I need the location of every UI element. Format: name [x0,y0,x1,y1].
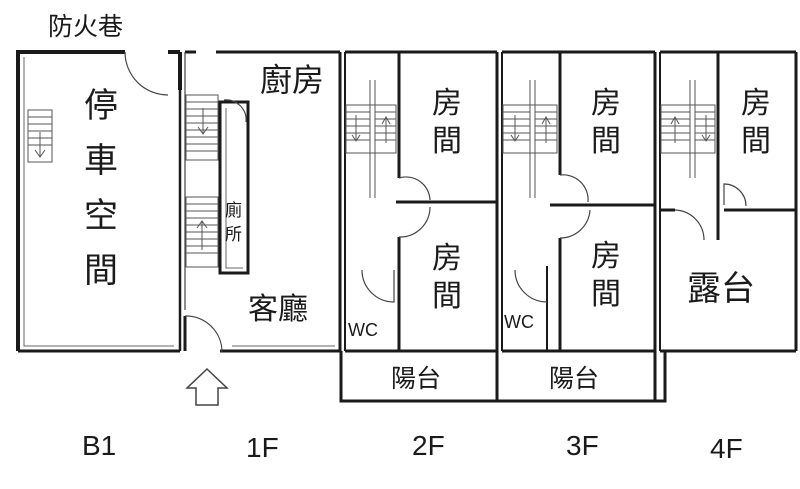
floor-label-4f: 4F [710,433,743,464]
3f-room-b-char-2: 間 [591,277,621,312]
2f-room-a-char-1: 房 [432,86,462,121]
3f-room-a-char-2: 間 [591,124,621,159]
stair-icon [660,80,716,178]
2f-room-b-char-2: 間 [432,279,462,314]
2f-room-a-char-2: 間 [432,124,462,159]
stair-icon [185,196,219,268]
parking-char-2: 車 [84,141,118,181]
4f-room-a-char-2: 間 [741,124,771,159]
floor-3f [497,50,667,403]
living-label: 客廳 [248,292,308,327]
3f-balcony-label: 陽台 [549,364,599,393]
toilet-char-2: 所 [225,225,242,245]
kitchen-label: 廚房 [260,61,324,99]
terrace-label: 露台 [687,269,755,309]
floor-label-3f: 3F [566,430,599,461]
floor-2f [339,50,499,403]
floor-b1 [16,50,182,353]
floor-1f [183,50,342,406]
toilet-char-1: 廁 [225,200,242,221]
parking-char-3: 空 [84,196,118,236]
parking-char-1: 停 [84,86,118,126]
3f-room-b-char-1: 房 [591,239,621,274]
stair-icon [27,109,53,163]
2f-wc-label: WC [348,320,378,340]
alley-label: 防火巷 [48,12,123,41]
parking-char-4: 間 [84,251,118,291]
2f-balcony-label: 陽台 [391,364,441,393]
floor-4f [659,50,798,353]
stair-icon [345,80,397,198]
3f-wc-label: WC [504,312,534,332]
entrance-arrow-icon [185,367,229,406]
floor-label-1f: 1F [246,432,279,463]
stair-icon [502,80,558,198]
3f-room-a-char-1: 房 [591,86,621,121]
2f-room-b-char-1: 房 [432,241,462,276]
floor-label-b1: B1 [82,430,116,461]
floor-label-2f: 2F [412,430,445,461]
4f-room-a-char-1: 房 [741,86,771,121]
stair-icon [185,94,219,161]
